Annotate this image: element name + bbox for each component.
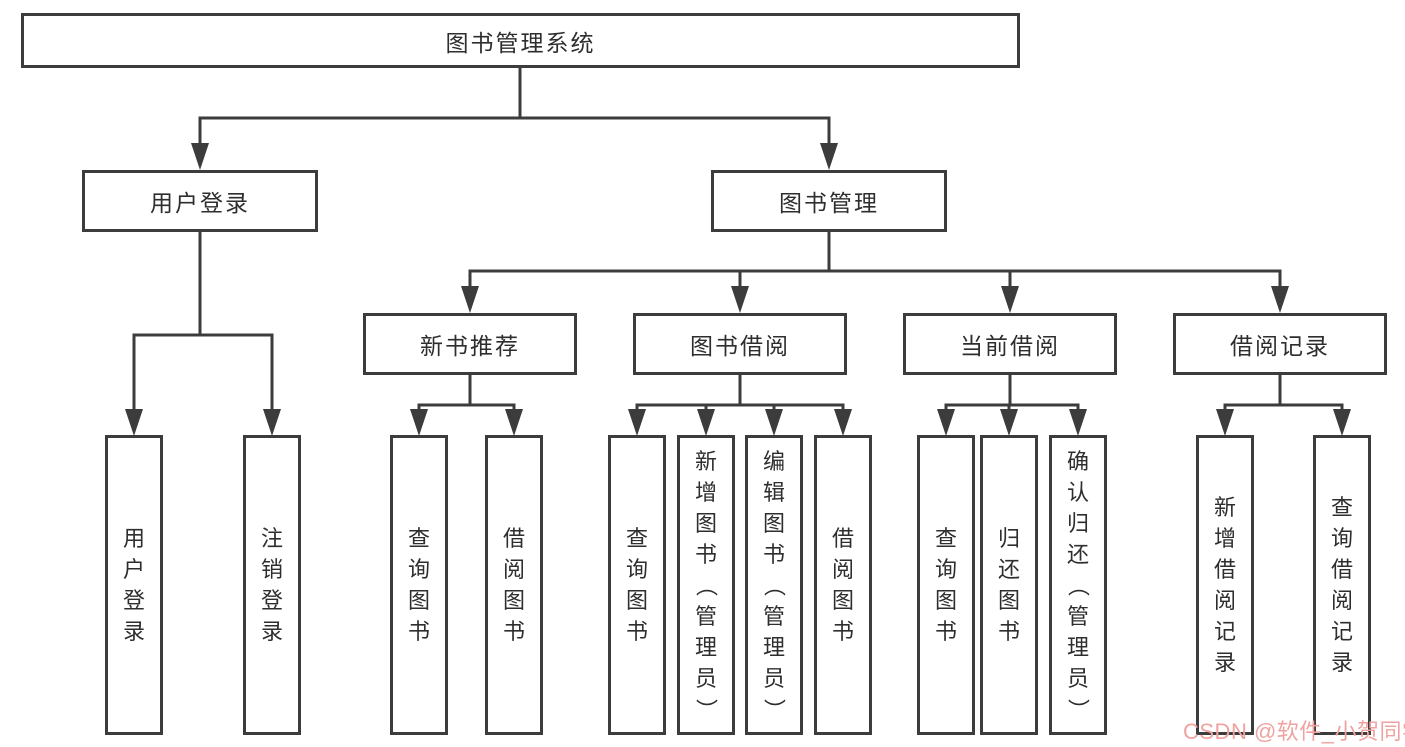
node-label: 编辑图书（管理员） <box>761 448 787 721</box>
leaf-logout: 注销登录 <box>243 435 301 735</box>
connector-line <box>132 230 274 417</box>
node-label: 当前借阅 <box>960 333 1060 359</box>
connector-line <box>635 373 845 417</box>
node-label: 用户登录 <box>150 190 250 216</box>
leaf-query-books-borrowing: 查询图书 <box>608 435 666 735</box>
node-label: 图书借阅 <box>690 333 790 359</box>
connector-user-login-to-leaves <box>125 230 281 436</box>
connector-root-to-level2 <box>191 66 838 170</box>
leaf-query-books-current: 查询图书 <box>917 435 975 735</box>
node-label: 查询借阅记录 <box>1330 495 1353 675</box>
leaf-return-books: 归还图书 <box>980 435 1038 735</box>
arrowhead-down-icon <box>628 409 852 436</box>
node-label: 新书推荐 <box>420 333 520 359</box>
node-label: 归还图书 <box>997 526 1020 644</box>
connector-book-borrowing-to-leaves <box>628 373 852 436</box>
arrowhead-down-icon <box>191 143 838 170</box>
arrowhead-down-icon <box>1216 409 1351 436</box>
arrowhead-down-icon <box>125 409 281 436</box>
node-label: 确认归还（管理员） <box>1065 448 1091 721</box>
connector-current-borrowing-to-leaves <box>937 373 1087 436</box>
node-label: 图书管理系统 <box>445 29 596 56</box>
node-user-login: 用户登录 <box>82 170 318 232</box>
leaf-query-books-recommend: 查询图书 <box>390 435 448 735</box>
node-label: 用户登录 <box>122 526 145 644</box>
node-borrowing-records: 借阅记录 <box>1173 313 1387 375</box>
node-label: 图书管理 <box>779 190 879 216</box>
leaf-confirm-return-admin: 确认归还（管理员） <box>1049 435 1107 735</box>
node-label: 查询图书 <box>407 526 430 644</box>
node-label: 查询图书 <box>625 526 648 644</box>
connector-line <box>1223 373 1344 417</box>
connector-book-management-to-level3 <box>461 230 1289 313</box>
arrowhead-down-icon <box>461 286 1289 313</box>
connector-line <box>417 373 516 417</box>
arrowhead-down-icon <box>937 409 1087 436</box>
leaf-user-login: 用户登录 <box>105 435 163 735</box>
node-label: 借阅图书 <box>502 526 525 644</box>
leaf-edit-book-admin: 编辑图书（管理员） <box>745 435 803 735</box>
connector-line <box>468 230 1282 294</box>
node-label: 借阅图书 <box>831 526 854 644</box>
node-book-management: 图书管理 <box>711 170 947 232</box>
leaf-add-book-admin: 新增图书（管理员） <box>677 435 735 735</box>
leaf-borrow-books-borrowing: 借阅图书 <box>814 435 872 735</box>
csdn-watermark: CSDN @软件_小贺同学 <box>1183 719 1405 744</box>
connector-line <box>198 66 831 152</box>
node-book-borrowing: 图书借阅 <box>633 313 847 375</box>
connector-new-book-recommend-to-leaves <box>410 373 523 436</box>
node-root: 图书管理系统 <box>21 13 1020 68</box>
connector-borrowing-records-to-leaves <box>1216 373 1351 436</box>
node-label: 查询图书 <box>934 526 957 644</box>
leaf-query-borrow-record: 查询借阅记录 <box>1313 435 1371 735</box>
leaf-borrow-books-recommend: 借阅图书 <box>485 435 543 735</box>
leaf-add-borrow-record: 新增借阅记录 <box>1196 435 1254 735</box>
node-label: 注销登录 <box>260 526 283 644</box>
node-label: 新增借阅记录 <box>1213 495 1236 675</box>
node-current-borrowing: 当前借阅 <box>903 313 1117 375</box>
node-new-book-recommend: 新书推荐 <box>363 313 577 375</box>
node-label: 新增图书（管理员） <box>693 448 719 721</box>
connector-line <box>944 373 1080 417</box>
arrowhead-down-icon <box>410 409 523 436</box>
node-label: 借阅记录 <box>1230 333 1330 359</box>
